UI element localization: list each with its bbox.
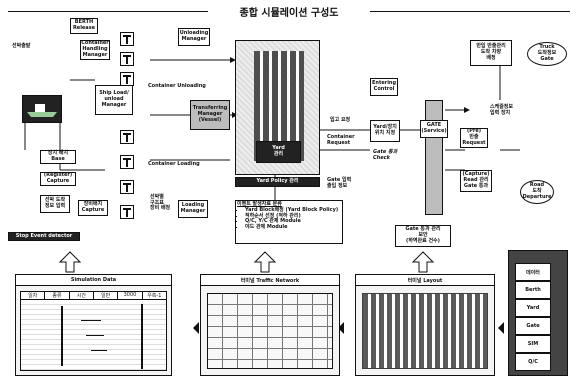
sim-bar [86,335,104,336]
yard-central: Yard 관리 [235,40,320,175]
sim-th: 일차 [21,292,45,299]
crane-icon [120,205,134,219]
arrow-label: 입고 요청 [330,118,350,124]
yard-policy-item: 야드 관제 Module [245,225,338,231]
container-unloading-label: Container Unloading [148,84,206,90]
sim-th: 일반 [94,292,118,299]
side-menu-item[interactable]: Gate [515,317,551,335]
yard-center: Yard/장치 위치 지정 [370,120,400,142]
simulation-data-panel: Simulation Data 일차 종류 시간 일반 3000 우측-1 [15,274,172,376]
middle-side-note: 선박별 구조표 장비 배정 [150,195,170,212]
container-loading-label: Container Loading [148,162,200,168]
capture-read-box: (Capture) Read 관리 Gate 통과 [460,170,492,192]
ship-load-unload-manager: Ship Load/ unload Manager [95,85,133,115]
sim-table: 일차 종류 시간 일반 3000 우측-1 [20,291,167,371]
gate-column [425,100,443,215]
left-item: 장비배치 Capture [78,200,108,216]
delivery-request: (Pre) 반출 Request [460,128,488,148]
stop-event-detector: Stop Event detector [8,232,80,241]
left-item: (Register) Capture [40,172,76,186]
layout-grid [362,293,488,369]
sim-th: 종류 [45,292,69,299]
sim-bar [141,304,143,369]
truck-arrival-box: Truck 도착정보 Gate [527,42,567,66]
left-item: 선박 도착 정보 입력 [40,195,70,213]
side-menu-item[interactable]: 데이터 [515,263,551,281]
crane-icon [120,32,134,46]
ship-icon [25,100,59,118]
sim-th: 시간 [70,292,94,299]
gate-confirm-note: Gate 통과 Check [373,150,397,161]
sim-th: 우측-1 [143,292,166,299]
gate-service: GATE (Service) [420,120,448,138]
side-menu-item[interactable]: SIM [515,335,551,353]
ship-departure-label: 선박출발 [12,44,30,50]
road-departure: Road 도착 Departure [520,180,554,204]
left-item: 장치 배치 Base [40,150,76,164]
yard-policy-list: 이벤트 발생자료 분류 Yard Block배정 (Yard Block Pol… [235,200,343,244]
sim-table-body [21,300,166,370]
crane-icon [120,52,134,66]
ship-image [22,95,62,123]
yard-policy-bar: Yard Policy 관리 [235,177,320,187]
top-right-box: 반입 반출관리 도착 차량 배정 [470,40,512,66]
simulation-data-title: Simulation Data [16,275,171,286]
sim-table-header: 일차 종류 시간 일반 3000 우측-1 [21,292,166,300]
gate-in-out-box: Gate 통과 관리 보안 (하역완료 건수) [395,225,451,247]
traffic-grid [207,293,333,369]
entering-control: Entering Control [370,78,398,96]
transfer-manager: Transferring Manager (Vessel) [190,100,230,130]
schedule-note: 스케줄정보 입력 장치 [490,105,513,116]
sim-th: 3000 [118,292,142,299]
berth-release-box: BERTH Release [70,18,98,34]
sim-bar [61,306,63,366]
crane-icon [120,72,134,86]
unloading-manager: Unloading Manager [178,28,210,46]
yard-policy-items: Yard Block배정 (Yard Block Policy) 적하순서 선정… [237,208,338,231]
loading-manager: Loading Manager [178,200,208,218]
crane-icon [120,155,134,169]
crane-icon [120,180,134,194]
sim-bar [81,320,101,321]
traffic-network-title: 터미널 Traffic Network [201,275,339,286]
container-request-label: Container Request [327,135,355,146]
side-menu-panel: 데이터 Berth Yard Gate SIM Q/C [508,250,568,376]
yard-label: Yard 관리 [256,141,301,163]
crane-icon [120,130,134,144]
side-menu-item[interactable]: Yard [515,299,551,317]
side-menu-item[interactable]: Berth [515,281,551,299]
terminal-layout-panel: 터미널 Layout [355,274,495,376]
sim-bar [91,350,107,351]
arrow-label: Gate 입력 출입 정보 [327,178,351,189]
container-handling-manager: Container Handling Manager [80,40,110,60]
terminal-layout-title: 터미널 Layout [356,275,494,286]
side-menu-item[interactable]: Q/C [515,353,551,371]
traffic-network-panel: 터미널 Traffic Network [200,274,340,376]
